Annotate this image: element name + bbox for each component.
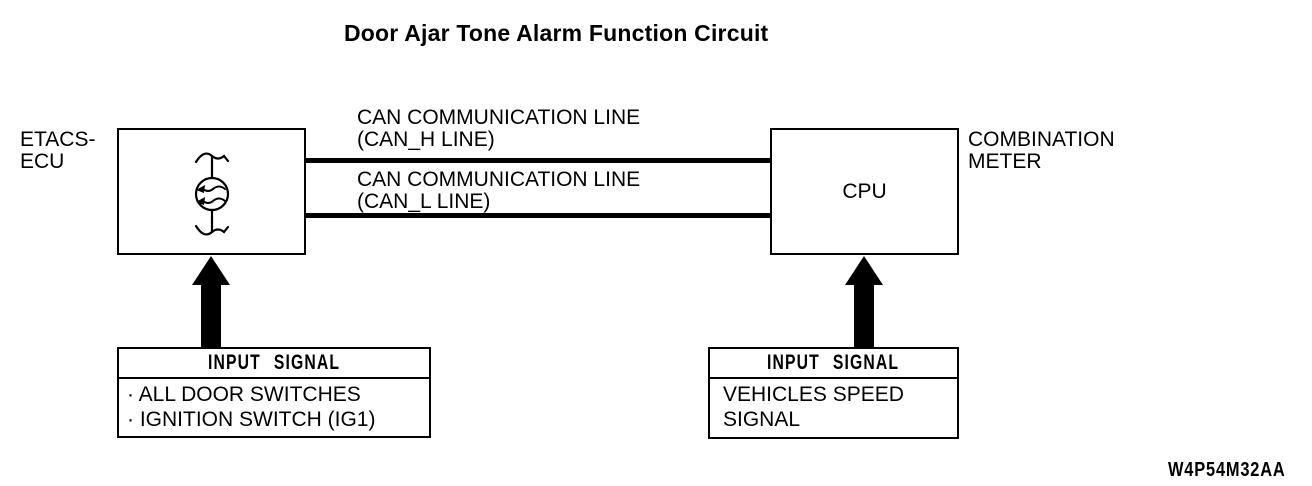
cpu-label: CPU	[842, 179, 887, 203]
can-l-line-label: CAN COMMUNICATION LINE (CAN_L LINE)	[357, 169, 640, 212]
left-input-item-ignition-switch: · IGNITION SWITCH (IG1)	[127, 408, 376, 431]
right-input-signal-box: INPUT SIGNAL VEHICLES SPEED SIGNAL	[708, 347, 959, 439]
can-l-line	[305, 213, 771, 218]
right-input-signal-header-text: INPUT SIGNAL	[767, 351, 900, 374]
figure-code-text: W4P54M32AA	[1168, 459, 1286, 481]
can-h-line-label: CAN COMMUNICATION LINE (CAN_H LINE)	[357, 107, 640, 150]
right-input-signal-header: INPUT SIGNAL	[710, 349, 957, 379]
left-input-signal-header-text: INPUT SIGNAL	[207, 351, 341, 374]
tone-alarm-transceiver-icon	[194, 152, 230, 236]
figure-code: W4P54M32AA	[1168, 459, 1311, 482]
etacs-ecu-box	[117, 128, 306, 255]
left-input-signal-body: · ALL DOOR SWITCHES · IGNITION SWITCH (I…	[119, 379, 429, 432]
cpu-box: CPU	[770, 128, 959, 255]
combination-meter-label: COMBINATION METER	[968, 129, 1115, 173]
right-input-arrow-icon	[845, 256, 883, 347]
left-input-signal-box: INPUT SIGNAL · ALL DOOR SWITCHES · IGNIT…	[117, 347, 431, 438]
right-input-item-vehicle-speed-line2: SIGNAL	[723, 408, 801, 431]
left-input-item-all-door-switches: · ALL DOOR SWITCHES	[127, 383, 361, 406]
etacs-ecu-label: ETACS- ECU	[20, 129, 95, 173]
etacs-ecu-label-line1: ETACS-	[20, 128, 96, 151]
can-h-line-label-line2: (CAN_H LINE)	[357, 127, 495, 151]
right-input-signal-body: VEHICLES SPEED SIGNAL	[710, 379, 957, 432]
right-input-item-vehicle-speed-line1: VEHICLES SPEED	[723, 383, 904, 406]
etacs-ecu-label-line2: ECU	[20, 150, 65, 173]
diagram-title: Door Ajar Tone Alarm Function Circuit	[344, 20, 769, 46]
combination-meter-label-line1: COMBINATION	[968, 128, 1115, 151]
left-input-arrow-icon	[192, 256, 230, 347]
can-l-line-label-line2: (CAN_L LINE)	[357, 189, 491, 213]
left-input-signal-header: INPUT SIGNAL	[119, 349, 429, 379]
can-h-line	[305, 158, 771, 163]
combination-meter-label-line2: METER	[968, 150, 1042, 173]
can-l-line-label-line1: CAN COMMUNICATION LINE	[357, 168, 641, 191]
can-h-line-label-line1: CAN COMMUNICATION LINE	[357, 106, 641, 129]
